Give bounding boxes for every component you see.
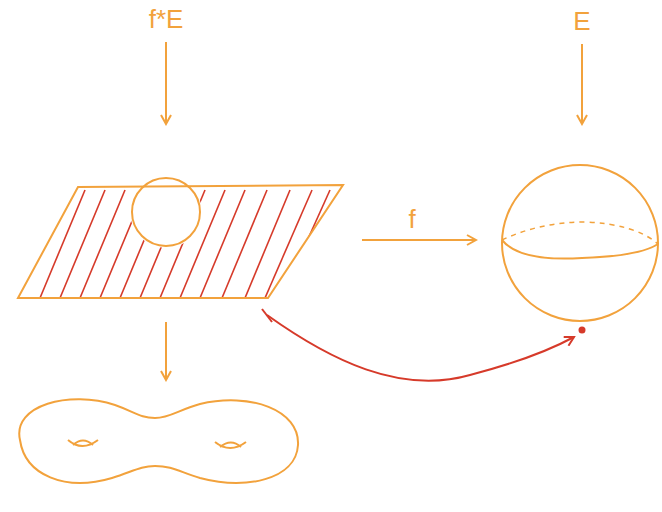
hole-left bbox=[68, 440, 98, 446]
plane-parallelogram bbox=[18, 185, 343, 298]
bundle-label: f*E bbox=[149, 6, 184, 32]
plane-hole bbox=[132, 178, 200, 246]
genus-two-surface bbox=[19, 399, 298, 483]
sphere-equator-back bbox=[502, 222, 658, 244]
sphere bbox=[502, 165, 658, 321]
map-label: f bbox=[408, 206, 415, 232]
hole-right bbox=[215, 442, 246, 448]
bundle-label: E bbox=[573, 8, 590, 34]
arrow-pullback bbox=[165, 42, 167, 124]
arrow-projection bbox=[165, 322, 167, 380]
arrow-map bbox=[362, 239, 476, 241]
arrow-bundle bbox=[581, 44, 583, 124]
mapsto-arrow bbox=[267, 315, 574, 381]
sphere-equator-front bbox=[502, 240, 658, 259]
point bbox=[579, 327, 586, 334]
hatching bbox=[40, 190, 330, 298]
